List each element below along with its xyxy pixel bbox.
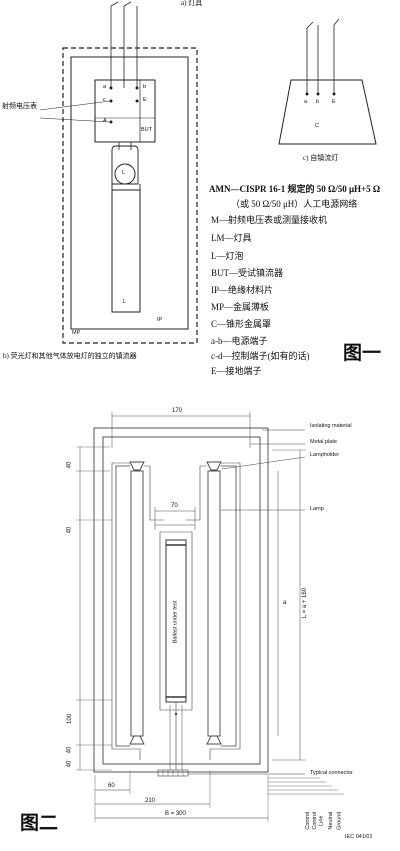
dim-40-bottom-2: 40	[66, 760, 73, 768]
iec-code: IEC 041/01	[345, 834, 373, 840]
legend-line: M—射频电压表或测量接收机	[211, 215, 328, 225]
figure-1-drawing	[39, 1, 377, 344]
legend-line: E—接地端子	[211, 366, 262, 376]
ballast-label: Ballast under test	[172, 600, 179, 644]
c-terminal-b: b	[316, 99, 320, 105]
legend-line: c-d—控制端子(如有的话)	[211, 351, 310, 361]
terminal-a: a	[103, 84, 107, 90]
connector-label: Line	[318, 815, 325, 826]
terminal-A: A	[103, 118, 107, 124]
label-lampholder: Lampholder	[310, 452, 340, 458]
legend-line: MP—金属薄板	[211, 302, 270, 312]
but-label: BUT	[141, 127, 152, 133]
legend-line: L—灯泡	[211, 251, 244, 261]
isolating-material-outline	[93, 427, 269, 773]
dim-height-a: a	[283, 600, 287, 606]
dim-40-bottom-1: 40	[66, 746, 73, 754]
c-terminal-E: E	[332, 99, 336, 105]
bulb-label: L	[122, 170, 126, 176]
lamp-tube	[111, 189, 141, 313]
terminal-b: b	[143, 84, 147, 90]
legend-line: LM—灯具	[211, 233, 252, 243]
dim-210: 210	[145, 798, 156, 804]
ip-label: IP	[157, 317, 163, 323]
fig2-title: 图二	[20, 813, 59, 834]
terminal-E: E	[143, 97, 147, 103]
metal-plate-outline	[62, 47, 198, 344]
lampholder-panel	[94, 79, 156, 143]
mp-label: MP	[72, 330, 81, 336]
legend-line: BUT—受试镇流器	[211, 268, 284, 278]
metal-plate	[102, 436, 261, 765]
dim-height-total: L = a + 160	[302, 587, 309, 619]
label-metal-plate: Metal plate	[310, 439, 337, 445]
label-typical-connector: Typical connector	[310, 770, 353, 776]
c-box-label: C	[315, 123, 319, 129]
right-lamp	[207, 470, 221, 737]
dim-60: 60	[108, 783, 115, 789]
cone-metal-cover	[278, 79, 377, 145]
label-lamp: Lamp	[310, 506, 324, 512]
legend-line: （或 50 Ω/50 μH）人工电源网络	[231, 199, 358, 209]
connector-label: Neutral	[328, 811, 335, 830]
connector-label: Control	[305, 811, 312, 830]
c-terminal-a: a	[304, 99, 308, 105]
fig1-label-a: a) 灯具	[181, 0, 203, 7]
legend-line: a-b—电源端子	[211, 336, 268, 346]
legend-line: IP—绝缘材料片	[211, 285, 274, 295]
label-isolating-material: Isolating material	[310, 423, 352, 429]
dim-40-top-2: 40	[66, 526, 73, 534]
fig1-label-b: b) 荧光灯和其他气体放电灯的独立的镇流器	[3, 352, 137, 360]
dim-70: 70	[171, 503, 178, 509]
inner-lamp-label: L	[123, 299, 127, 305]
dim-170: 170	[172, 408, 183, 414]
left-lamp	[130, 470, 144, 737]
dim-width: B = 300	[165, 811, 186, 817]
typical-connector	[157, 769, 189, 777]
dim-100: 100	[67, 713, 74, 725]
legend-line: C—锥形金属罩	[211, 319, 272, 329]
terminal-c: c	[103, 97, 106, 103]
insulating-plate-outline	[70, 56, 189, 330]
connector-label: Ground	[336, 811, 343, 830]
fig1-label-c: c) 自镇流灯	[303, 154, 339, 162]
dim-40-top-1: 40	[66, 461, 73, 469]
legend-line: AMN—CISPR 16-1 规定的 50 Ω/50 μH+5 Ω	[209, 184, 381, 194]
fig1-left-label: 射频电压表	[2, 102, 37, 110]
fig1-title: 图一	[343, 343, 382, 364]
